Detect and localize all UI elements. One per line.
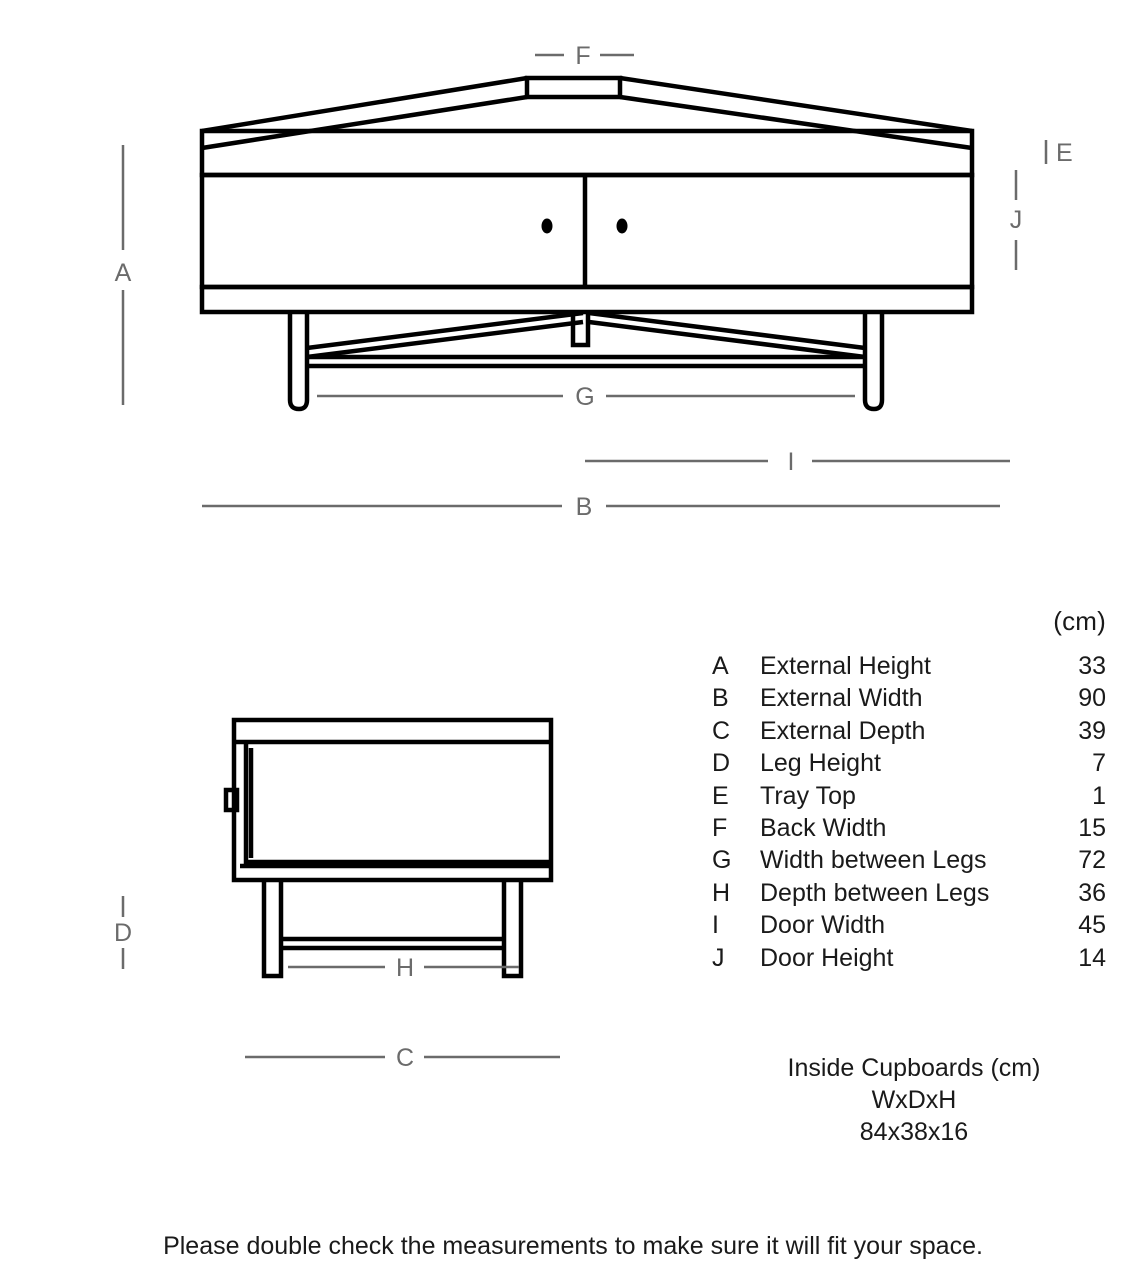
front-leg-assembly [287, 310, 885, 412]
dim-label-D: D [114, 919, 132, 947]
dim-row-label: Door Width [760, 911, 886, 940]
dim-row-value: 7 [1092, 749, 1106, 778]
dim-row-key: C [712, 716, 731, 745]
dim-label-H: H [396, 954, 414, 982]
side-door-panel-inner-edge [243, 742, 551, 865]
table-row: J Door Height 14 [712, 944, 1106, 976]
dim-row-value: 36 [1078, 878, 1106, 907]
front-view-dimensions [121, 53, 1048, 508]
dim-row-label: Tray Top [760, 781, 856, 810]
dim-row-key: J [712, 943, 725, 972]
dim-row-label: Back Width [760, 813, 887, 842]
inside-cupboards-block: Inside Cupboards (cm) WxDxH 84x38x16 [700, 1052, 1128, 1148]
dim-label-B: B [576, 493, 593, 521]
brace-right-upper [588, 310, 866, 351]
dim-row-key: A [712, 652, 729, 680]
dim-row-value: 45 [1078, 911, 1106, 940]
table-row: C External Depth 39 [712, 717, 1106, 749]
cabinet-door-band [199, 172, 975, 290]
inside-cupboards-title: Inside Cupboards (cm) [787, 1054, 1041, 1082]
tray-top-left-upper-edge [201, 75, 528, 134]
left-door-knob-icon [541, 218, 553, 234]
side-leg-assembly [261, 880, 524, 979]
dim-row-label: External Width [760, 684, 923, 713]
table-row: F Back Width 15 [712, 814, 1106, 846]
dim-label-F: F [575, 42, 590, 70]
side-left-leg [261, 880, 284, 979]
dim-row-value: 72 [1078, 846, 1106, 875]
front-right-leg [862, 312, 885, 412]
side-view-group [223, 717, 554, 883]
tray-top-right-upper-edge [619, 75, 973, 134]
dim-row-value: 1 [1092, 781, 1106, 810]
dim-row-key: E [712, 781, 729, 810]
front-left-leg [287, 312, 310, 412]
tray-top-right-lower-edge [619, 94, 973, 151]
tray-back-rail [524, 75, 623, 100]
cabinet-bottom-rail [199, 284, 975, 315]
dim-label-C: C [396, 1044, 414, 1072]
dim-label-G: G [575, 383, 594, 411]
dim-row-key: D [712, 749, 731, 778]
table-row: B External Width 90 [712, 684, 1106, 716]
dim-row-value: 33 [1078, 652, 1106, 680]
dim-row-label: Width between Legs [760, 846, 987, 875]
brace-right-lower [588, 319, 866, 360]
dim-row-value: 15 [1078, 813, 1106, 842]
dim-label-A: A [115, 259, 132, 287]
table-row: H Depth between Legs 36 [712, 879, 1106, 911]
table-row: A External Height 33 [712, 652, 1106, 684]
door-knobs [541, 218, 628, 234]
dim-row-key: G [712, 846, 732, 875]
side-carcass-outline [231, 717, 554, 883]
dim-label-J: J [1010, 206, 1023, 234]
right-door-knob-icon [616, 218, 628, 234]
dim-row-label: External Depth [760, 716, 926, 745]
dim-row-value: 90 [1078, 684, 1106, 713]
dim-label-I: I [788, 448, 795, 476]
units-label: (cm) [1053, 606, 1106, 636]
tray-top-left-lower-edge [201, 94, 528, 151]
front-view-group [199, 75, 975, 315]
dim-row-key: B [712, 684, 729, 713]
dim-row-label: External Height [760, 652, 931, 680]
brace-left-lower [306, 319, 584, 360]
dim-label-E: E [1056, 139, 1073, 167]
table-row: D Leg Height 7 [712, 749, 1106, 781]
brace-left-upper [306, 310, 584, 351]
footer-note: Please double check the measurements to … [163, 1232, 983, 1260]
table-row: I Door Width 45 [712, 911, 1106, 943]
dimension-table: A External Height 33 B External Width 90… [712, 652, 1106, 976]
side-view-dimensions [121, 896, 560, 1059]
front-center-stub [570, 312, 591, 348]
dim-row-value: 39 [1078, 716, 1106, 745]
dim-row-label: Leg Height [760, 749, 881, 778]
side-right-leg [501, 880, 524, 979]
dim-row-key: F [712, 813, 728, 842]
cabinet-top-rail [199, 128, 975, 178]
dim-row-label: Door Height [760, 943, 894, 972]
inside-cupboards-values: 84x38x16 [859, 1118, 969, 1146]
table-row: E Tray Top 1 [712, 782, 1106, 814]
dim-row-key: H [712, 878, 731, 907]
dim-row-value: 14 [1078, 943, 1106, 972]
table-row: G Width between Legs 72 [712, 846, 1106, 878]
side-door-knob-icon [223, 787, 240, 813]
inside-cupboards-axes: WxDxH [871, 1086, 957, 1114]
dim-row-label: Depth between Legs [760, 878, 990, 907]
dim-row-key: I [712, 911, 719, 940]
